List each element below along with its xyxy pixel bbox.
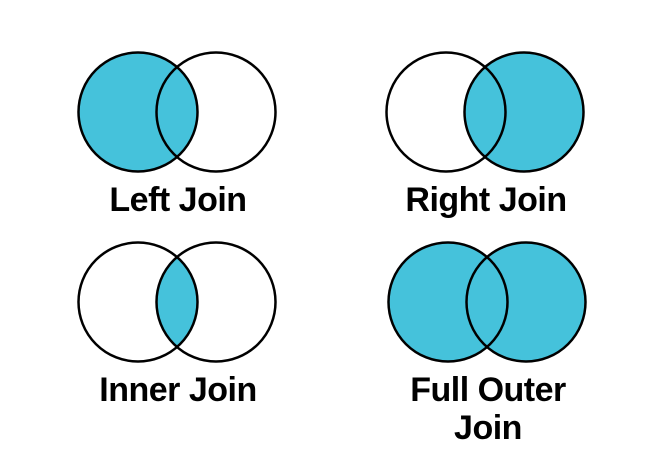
venn-diagram-full-outer-join xyxy=(387,241,587,363)
right-circle-outline xyxy=(463,51,585,173)
venn-block-left-join: Left Join xyxy=(75,47,281,219)
right-circle-outline xyxy=(155,51,277,173)
intersection-lens xyxy=(466,257,508,347)
right-circle-outline xyxy=(155,241,277,363)
venn-diagram-right-join xyxy=(385,51,585,173)
diagram-label-full-outer-join: Full Outer Join xyxy=(410,371,566,447)
venn-block-right-join: Right Join xyxy=(383,47,589,219)
venn-block-full-outer-join: Full Outer Join xyxy=(385,237,591,447)
intersection-lens xyxy=(156,257,198,347)
diagram-label-inner-join: Inner Join xyxy=(99,371,257,409)
venn-diagram-inner-join xyxy=(77,241,277,363)
left-circle-outline xyxy=(387,241,509,363)
left-circle-outline xyxy=(385,51,507,173)
venn-diagram-left-join xyxy=(77,51,277,173)
intersection-lens xyxy=(156,67,198,157)
intersection-lens xyxy=(464,67,506,157)
left-circle-outline xyxy=(77,241,199,363)
diagram-label-left-join: Left Join xyxy=(109,181,247,219)
right-circle-outline xyxy=(465,241,587,363)
left-circle-outline xyxy=(77,51,199,173)
diagram-label-right-join: Right Join xyxy=(405,181,567,219)
venn-block-inner-join: Inner Join xyxy=(75,237,281,409)
